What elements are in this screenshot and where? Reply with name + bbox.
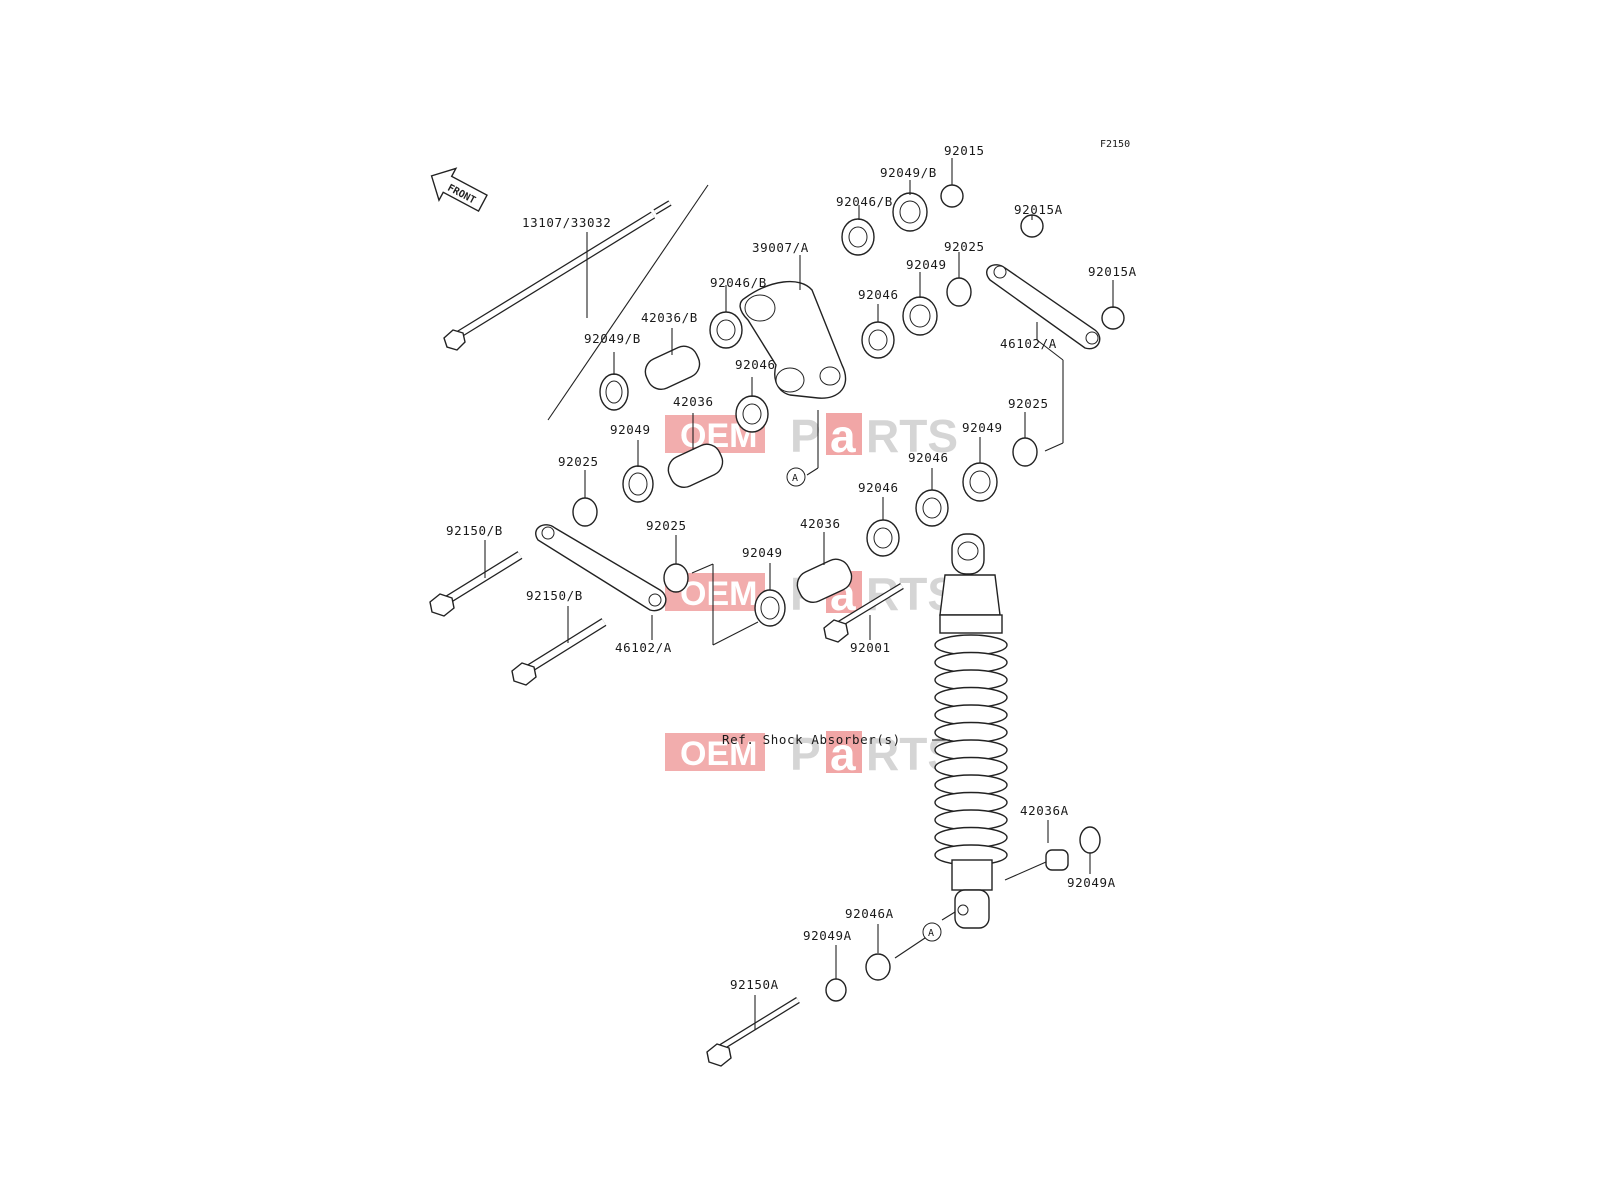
leader-lines xyxy=(484,158,1114,1030)
part-label: 92049/B xyxy=(584,331,641,346)
part-label: 92046 xyxy=(735,357,776,372)
part-label: 42036/B xyxy=(641,310,698,325)
svg-text:OEM: OEM xyxy=(680,575,757,613)
tie-rod-lower xyxy=(535,524,667,612)
part-label: 92046 xyxy=(858,287,899,302)
svg-text:a: a xyxy=(830,410,856,462)
part-label: 92046/B xyxy=(836,194,893,209)
part-label: 46102/A xyxy=(615,640,672,655)
svg-text:A: A xyxy=(792,473,798,484)
shock-reference-label: Ref. Shock Absorber(s) xyxy=(722,732,901,747)
part-label: 92025 xyxy=(944,239,985,254)
part-label: 92049/B xyxy=(880,165,937,180)
svg-text:RTS: RTS xyxy=(866,410,958,462)
part-label: 92150A xyxy=(730,977,779,992)
part-label: 92001 xyxy=(850,640,891,655)
shock-absorber xyxy=(934,533,1008,929)
part-label: 92025 xyxy=(646,518,687,533)
part-label: 92046A xyxy=(845,906,894,921)
svg-text:P: P xyxy=(790,728,821,780)
part-label: 92015A xyxy=(1014,202,1063,217)
reference-marker-a-lower: A xyxy=(922,922,942,942)
rocker-arm xyxy=(739,280,847,399)
svg-text:a: a xyxy=(830,728,856,780)
part-label: 92025 xyxy=(1008,396,1049,411)
pivot-shaft xyxy=(443,200,672,351)
part-label: 92150/B xyxy=(446,523,503,538)
leader-line xyxy=(547,184,709,421)
front-arrow-icon: FRONT xyxy=(430,167,488,213)
part-label: 92150/B xyxy=(526,588,583,603)
part-label: 13107/33032 xyxy=(522,215,611,230)
part-label: 92049 xyxy=(962,420,1003,435)
svg-text:A: A xyxy=(928,928,934,939)
part-label: 42036 xyxy=(673,394,714,409)
lower-shock-hardware xyxy=(825,826,1101,1002)
part-label: 46102/A xyxy=(1000,336,1057,351)
part-label: 92046 xyxy=(908,450,949,465)
svg-text:P: P xyxy=(790,410,821,462)
tie-rod-upper xyxy=(986,264,1101,350)
part-label: 42036A xyxy=(1020,803,1069,818)
part-label: 92049 xyxy=(742,545,783,560)
part-label: 42036 xyxy=(800,516,841,531)
part-label: 92025 xyxy=(558,454,599,469)
part-label: 92049 xyxy=(610,422,651,437)
part-label: 92046 xyxy=(858,480,899,495)
svg-text:OEM: OEM xyxy=(680,735,757,773)
reference-marker-a-upper: A xyxy=(786,467,806,487)
part-label: 92049A xyxy=(1067,875,1116,890)
watermark-3: OEM P a RTS xyxy=(665,728,958,780)
part-label: 92015 xyxy=(944,143,985,158)
diagram-code: F2150 xyxy=(1100,139,1130,150)
part-label: 92049 xyxy=(906,257,947,272)
part-label: 92046/B xyxy=(710,275,767,290)
part-labels: 13107/33032 39007/A 92046/B 92049/B 9201… xyxy=(446,143,1137,992)
bolts xyxy=(429,551,904,1067)
part-label: 92015A xyxy=(1088,264,1137,279)
part-label: 39007/A xyxy=(752,240,809,255)
part-label: 92049A xyxy=(803,928,852,943)
bearings xyxy=(572,184,1125,627)
